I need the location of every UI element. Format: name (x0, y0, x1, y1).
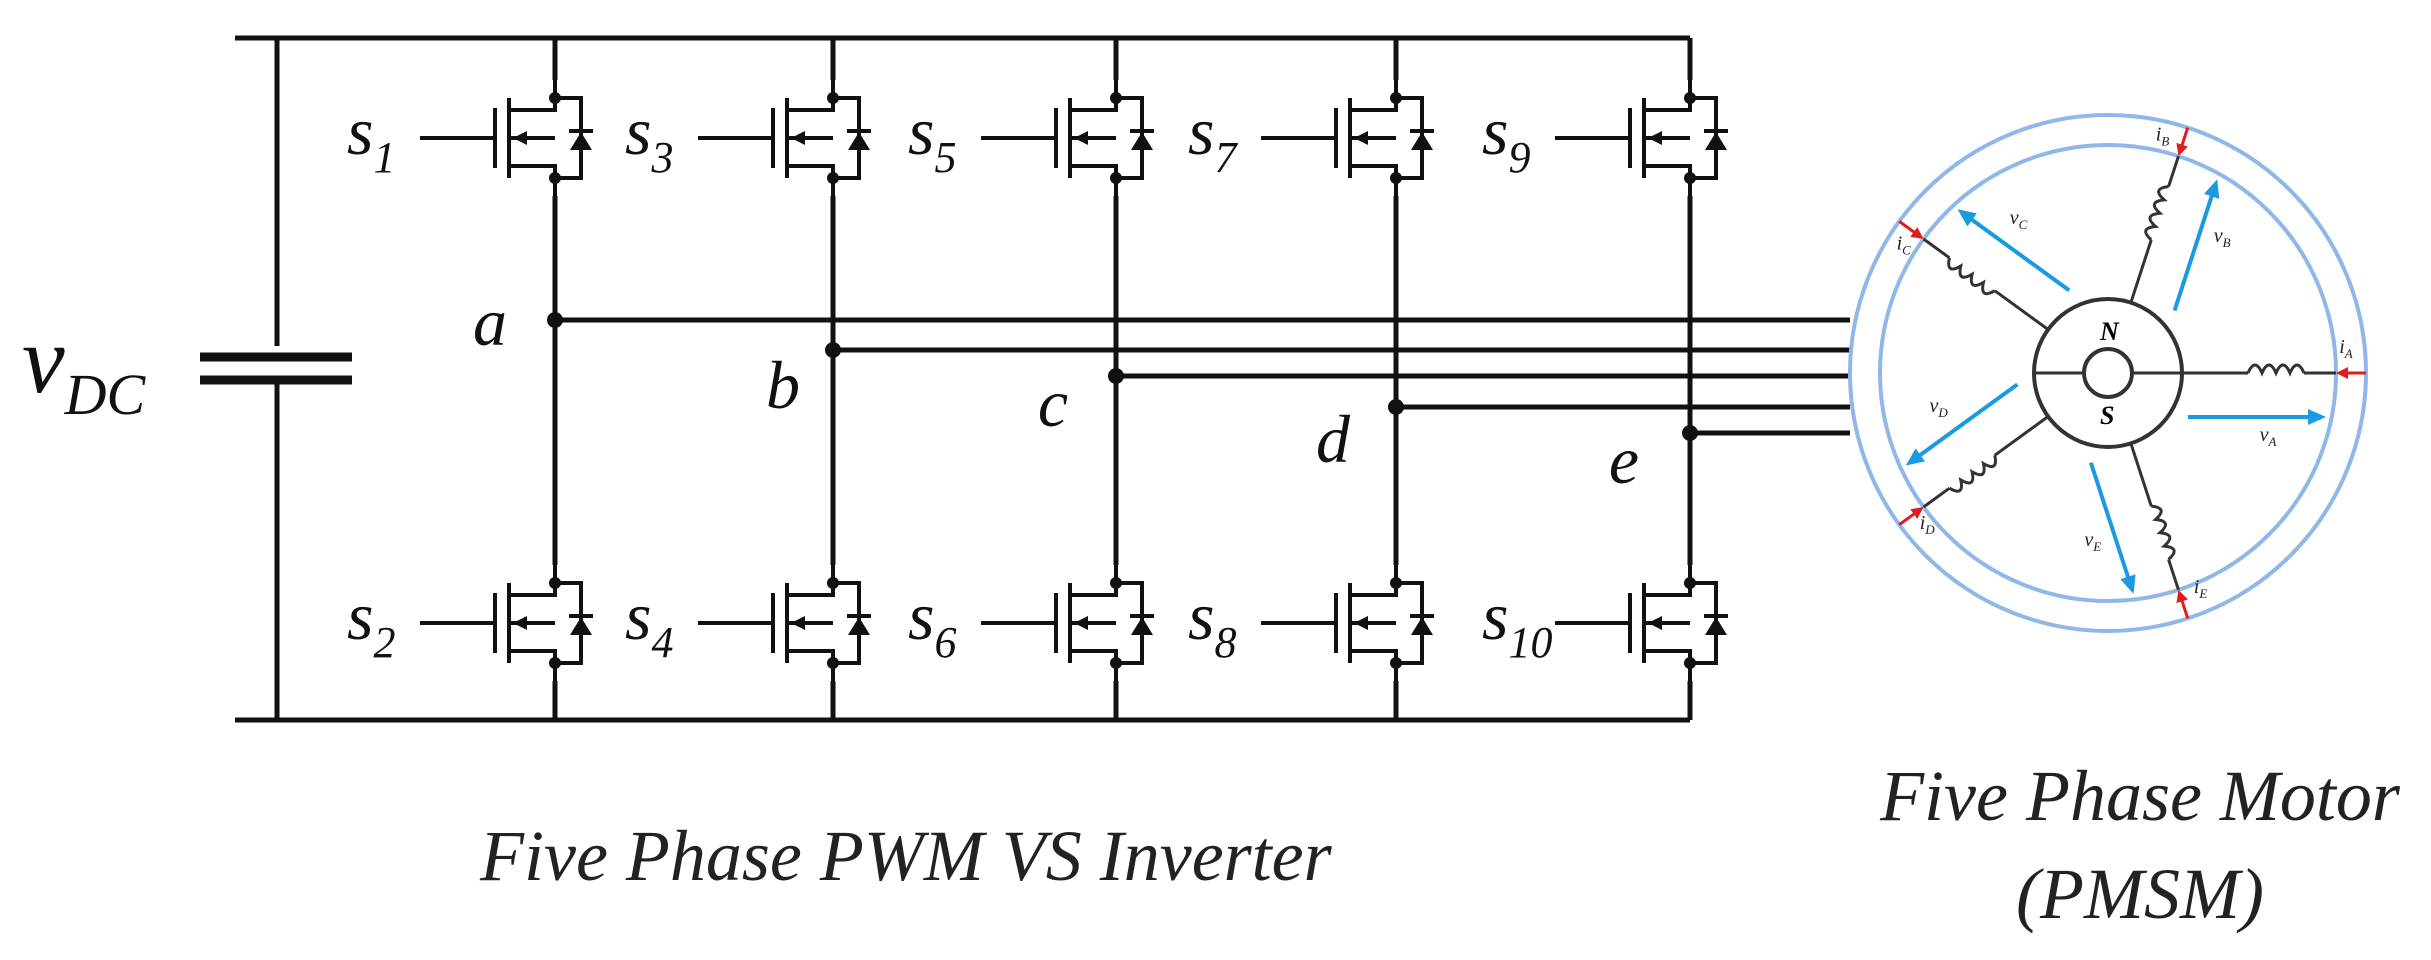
switch-label-s9: s9 (1482, 93, 1530, 182)
voltage-label-B: vB (2214, 225, 2231, 250)
switch-label-s1: s1 (347, 93, 395, 182)
phase-label-d: d (1316, 401, 1351, 477)
switch-label-s3: s3 (625, 93, 673, 182)
switch-s3: s3 (625, 80, 871, 196)
dc-capacitor (200, 346, 352, 385)
switch-label-s5: s5 (908, 93, 956, 182)
inverter-leg-d: s7 s8 d (1188, 38, 1434, 720)
motor-caption-line-2: (PMSM) (2016, 854, 2264, 934)
phase-label-c: c (1038, 365, 1068, 441)
winding-B: iB vB (2129, 123, 2231, 312)
inverter-legs: s1 s2 a s3 s4 b s5 s6 c s7 s8 d s9 s10 e (347, 38, 1728, 720)
winding-C: iC vC (1897, 207, 2071, 331)
inverter-leg-c: s5 s6 c (908, 38, 1154, 720)
phase-label-a: a (473, 284, 507, 360)
source-voltage-label: vDC (22, 306, 146, 427)
switch-label-s2: s2 (347, 578, 395, 667)
switch-s5: s5 (908, 80, 1154, 196)
winding-D: iD vD (1898, 382, 2050, 537)
five-phase-motor: iA vA iB vB iC vC iD vD iE vE N S (1848, 113, 2368, 633)
switch-s6: s6 (908, 565, 1154, 681)
inverter-leg-e: s9 s10 e (1482, 38, 1728, 720)
voltage-label-D: vD (1929, 395, 1948, 420)
voltage-label-E: vE (2084, 529, 2101, 554)
current-label-E: iE (2194, 576, 2208, 601)
voltage-label-A: vA (2260, 424, 2277, 449)
switch-label-s6: s6 (908, 578, 956, 667)
switch-s8: s8 (1188, 565, 1434, 681)
current-label-D: iD (1920, 512, 1936, 537)
voltage-label-C: vC (2010, 207, 2028, 232)
pole-north-label: N (2099, 317, 2120, 346)
switch-s4: s4 (625, 565, 871, 681)
switch-s7: s7 (1188, 80, 1434, 196)
switch-label-s10: s10 (1482, 578, 1552, 667)
inverter-leg-b: s3 s4 b (625, 38, 871, 720)
switch-label-s7: s7 (1188, 93, 1238, 182)
inverter-leg-a: s1 s2 a (347, 38, 593, 720)
current-label-B: iB (2156, 123, 2170, 148)
phase-output-lines (555, 317, 1850, 436)
pole-south-label: S (2100, 401, 2114, 430)
switch-s10: s10 (1482, 565, 1728, 681)
winding-A: iA vA (2182, 336, 2366, 449)
current-label-C: iC (1897, 232, 1912, 257)
current-label-A: iA (2339, 336, 2353, 361)
phase-label-e: e (1609, 422, 1639, 498)
rotor-shaft (2082, 347, 2134, 399)
switch-label-s4: s4 (625, 578, 673, 667)
motor-caption-line-1: Five Phase Motor (1879, 756, 2401, 836)
dc-bus (235, 35, 1690, 723)
winding-E: iE vE (2084, 442, 2208, 619)
switch-s9: s9 (1482, 80, 1728, 196)
switch-label-s8: s8 (1188, 578, 1236, 667)
inverter-caption: Five Phase PWM VS Inverter (479, 816, 1333, 896)
stator-windings: iA vA iB vB iC vC iD vD iE vE (1897, 123, 2366, 619)
phase-label-b: b (766, 347, 800, 423)
switch-s2: s2 (347, 565, 593, 681)
switch-s1: s1 (347, 80, 593, 196)
